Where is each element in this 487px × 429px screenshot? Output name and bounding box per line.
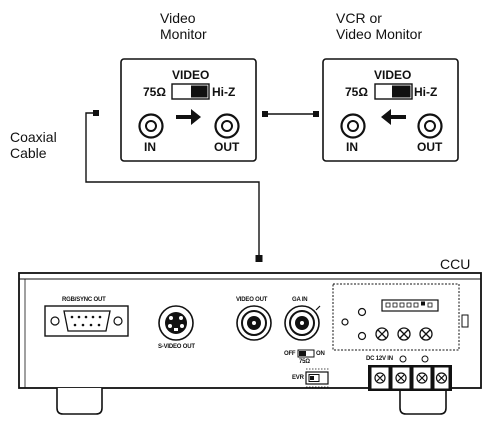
power-section: [332, 283, 469, 351]
cable-label-line2: Cable: [10, 145, 47, 161]
device1-title-line2: Monitor: [160, 26, 207, 42]
device1-in-label: IN: [144, 140, 156, 154]
device1-out-label: OUT: [214, 140, 240, 154]
terminal-screws-upper: [375, 327, 433, 341]
video-out-label: VIDEO OUT: [236, 297, 268, 303]
video-out-jack-2: [417, 113, 443, 139]
termination-switch: [297, 349, 315, 358]
video-in-jack: [138, 113, 164, 139]
ga-in-label: GA IN: [292, 297, 308, 303]
arrow-left-icon: [381, 109, 406, 125]
device2-switch-right: Hi-Z: [414, 85, 438, 99]
dc-terminal-block: [368, 355, 452, 391]
ccu-unit: [18, 272, 482, 415]
cable-label-line1: Coaxial: [10, 129, 57, 145]
s-video-label: S-VIDEO OUT: [158, 344, 195, 350]
vcr-monitor-panel: [322, 58, 459, 162]
impedance-switch: [171, 83, 210, 100]
rgb-sync-label: RGB/SYNC OUT: [62, 297, 106, 303]
device2-out-label: OUT: [417, 140, 443, 154]
s-video-connector: [158, 305, 194, 341]
rgb-sync-connector: [44, 305, 129, 337]
dc-in-label: DC 12V IN: [366, 356, 393, 362]
link-cable: [262, 111, 319, 117]
device2-in-label: IN: [346, 140, 358, 154]
device1-switch-right: Hi-Z: [212, 85, 236, 99]
device2-title-line2: Video Monitor: [336, 26, 423, 42]
ccu-foot-right: [399, 388, 447, 415]
video-out-bnc: [236, 305, 272, 341]
device2-switch-left: 75Ω: [345, 85, 368, 99]
ccu-name: CCU: [440, 256, 471, 272]
dip-switch: [381, 299, 439, 312]
device2-title-line1: VCR or: [336, 10, 382, 26]
ccu-foot-left: [56, 388, 103, 415]
ohm-label: 75Ω: [299, 359, 310, 365]
impedance-switch-2: [374, 83, 413, 100]
on-label: ON: [316, 351, 325, 357]
video-out-jack: [214, 113, 240, 139]
ga-in-bnc: [284, 305, 321, 341]
device2-panel-title: VIDEO: [374, 68, 412, 82]
coaxial-cable: [85, 110, 263, 262]
video-monitor-panel: [120, 58, 257, 162]
off-label: OFF: [284, 351, 296, 357]
evr-label: EVR: [292, 375, 304, 381]
evr-control: [305, 368, 330, 388]
device1-title-line1: Video: [160, 10, 196, 26]
video-in-jack-2: [340, 113, 366, 139]
device1-switch-left: 75Ω: [143, 85, 166, 99]
device1-panel-title: VIDEO: [172, 68, 210, 82]
arrow-right-icon: [176, 109, 201, 125]
